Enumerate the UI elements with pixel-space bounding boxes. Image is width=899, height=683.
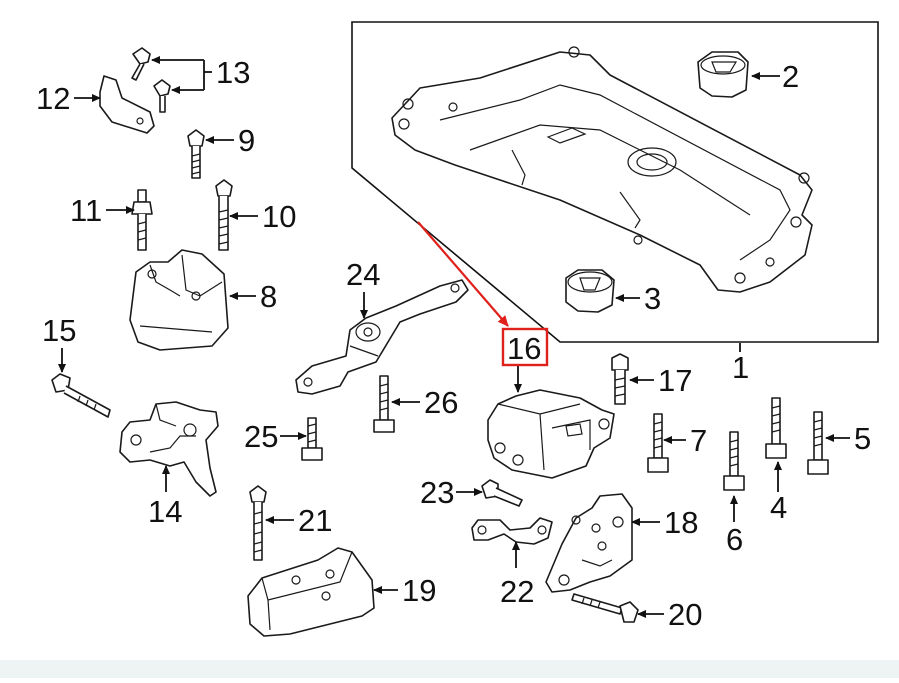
bolt-part-4[interactable]	[765, 397, 787, 459]
transmission-mount-part-14[interactable]	[119, 401, 219, 497]
callout-17[interactable]: 17	[658, 363, 692, 398]
callout-2[interactable]: 2	[782, 59, 799, 94]
highlight-box-16[interactable]	[501, 327, 549, 367]
callout-13[interactable]: 13	[216, 55, 250, 90]
subframe-inset-box	[351, 21, 879, 343]
callout-20[interactable]: 20	[668, 597, 702, 632]
callout-8[interactable]: 8	[260, 279, 277, 314]
callout-9[interactable]: 9	[238, 123, 255, 158]
bolt-part-17[interactable]	[611, 353, 629, 405]
callout-16[interactable]: 16	[507, 331, 541, 366]
callout-23[interactable]: 23	[420, 475, 454, 510]
bolt-part-21[interactable]	[249, 485, 267, 561]
subframe-part[interactable]	[391, 46, 813, 293]
transmission-mount-part-16[interactable]	[487, 389, 615, 479]
bolt-part-7[interactable]	[647, 413, 669, 473]
bolt-part-15[interactable]	[51, 373, 111, 418]
callout-18[interactable]: 18	[664, 505, 698, 540]
callout-1[interactable]: 1	[732, 350, 749, 385]
bracket-part-18[interactable]	[545, 493, 633, 593]
bracket-part-22[interactable]	[471, 517, 553, 545]
callout-22[interactable]: 22	[500, 574, 534, 609]
callout-14[interactable]: 14	[148, 494, 182, 529]
bolt-part-11[interactable]	[131, 189, 153, 251]
callout-15[interactable]: 15	[42, 313, 76, 348]
bracket-part-19[interactable]	[247, 547, 375, 637]
callout-6[interactable]: 6	[726, 522, 743, 557]
bolt-part-23[interactable]	[481, 479, 523, 507]
torque-link-part-24[interactable]	[295, 279, 469, 395]
highlight-arrow	[417, 221, 509, 327]
bolt-part-6[interactable]	[723, 431, 745, 491]
callout-19[interactable]: 19	[402, 573, 436, 608]
callout-labels: 1 2 3 4 5 6 7 8 9 10 11 12 13 14 15 16 1…	[36, 55, 871, 632]
callout-11[interactable]: 11	[70, 193, 102, 228]
callout-26[interactable]: 26	[424, 385, 458, 420]
callout-5[interactable]: 5	[854, 421, 871, 456]
bolt-part-20[interactable]	[571, 593, 639, 623]
bolt-part-13b[interactable]	[153, 79, 171, 113]
callout-3[interactable]: 3	[644, 281, 661, 316]
callout-24[interactable]: 24	[346, 257, 380, 292]
callout-4[interactable]: 4	[770, 490, 787, 525]
bolt-part-9[interactable]	[187, 129, 205, 179]
callout-12[interactable]: 12	[36, 81, 70, 116]
callout-25[interactable]: 25	[244, 419, 278, 454]
callout-7[interactable]: 7	[690, 423, 707, 458]
bushing-upper[interactable]	[697, 51, 749, 98]
bracket-part-12[interactable]	[99, 75, 155, 134]
footer-bar	[0, 660, 899, 678]
callout-21[interactable]: 21	[298, 503, 332, 538]
bolt-part-25[interactable]	[301, 417, 323, 461]
bolt-part-13a[interactable]	[131, 47, 151, 81]
engine-mount-part-8[interactable]	[129, 249, 229, 351]
bolt-part-5[interactable]	[807, 411, 829, 475]
leader-lines	[58, 56, 850, 618]
bushing-lower[interactable]	[565, 269, 615, 313]
bolt-part-26[interactable]	[373, 375, 395, 433]
bolt-part-10[interactable]	[215, 179, 233, 251]
callout-10[interactable]: 10	[262, 199, 296, 234]
